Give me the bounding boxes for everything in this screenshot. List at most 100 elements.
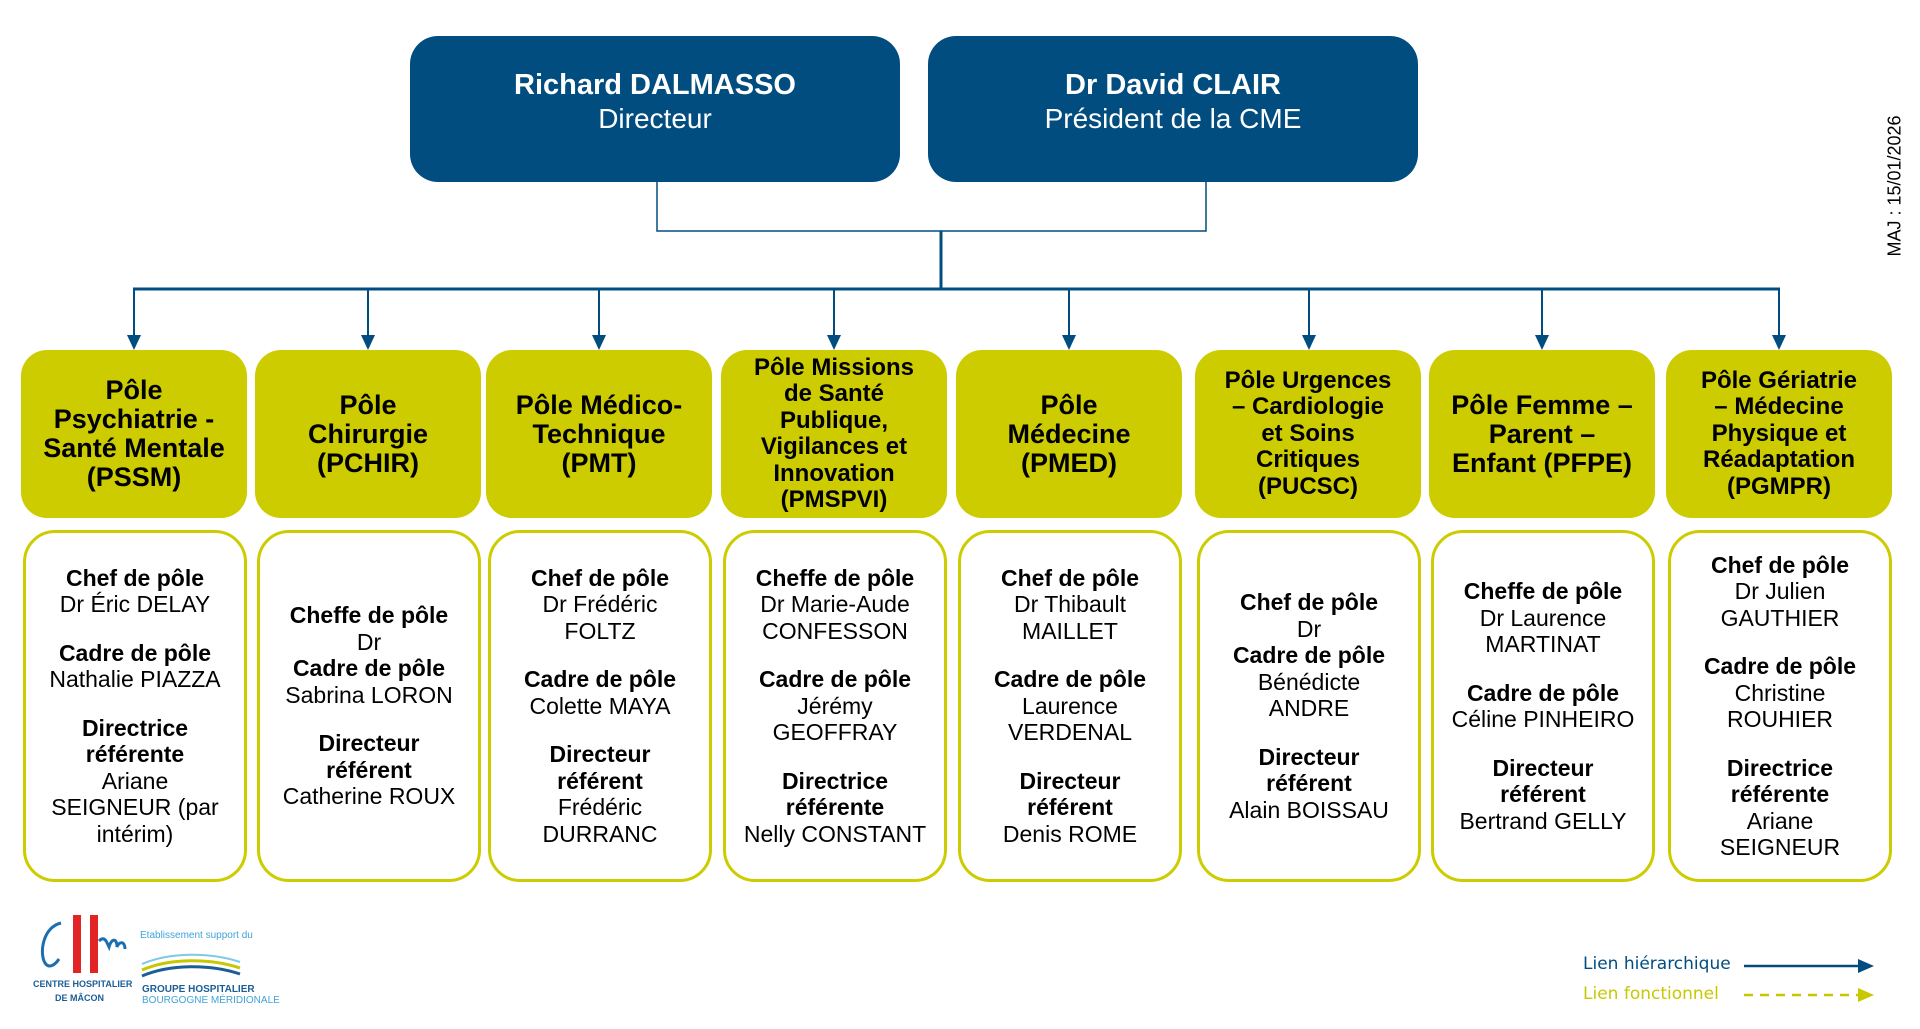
staff-role: Cadre de pôle: [993, 666, 1147, 693]
arrowhead-icon: [592, 335, 606, 350]
pole-title-line: Parent –: [1488, 418, 1596, 449]
staff-role: Chef de pôle: [1239, 589, 1378, 615]
staff-name: Bertrand GELLY: [1459, 807, 1627, 834]
pole-title-line: Psychiatrie -: [53, 404, 215, 434]
pole-title: Pôle Femme –Parent –Enfant (PFPE): [1451, 390, 1633, 478]
legend-functional-label: Lien fonctionnel: [1583, 984, 1719, 1004]
chm-name-line2: DE MÂCON: [55, 993, 104, 1003]
staff-role: Directeur référent: [318, 730, 420, 783]
pole-title-line: Santé Mentale: [43, 433, 225, 463]
staff-name: Dr Thibault MAILLET: [1013, 591, 1127, 644]
staff-role: Cheffe de pôle: [1463, 578, 1623, 604]
pole-title-line: Pôle Missions: [753, 353, 915, 381]
staff-name: Dr Éric DELAY: [59, 591, 211, 618]
staff-role: Cadre de pôle: [58, 639, 212, 666]
staff-name: Ariane SEIGNEUR: [1719, 807, 1841, 861]
staff-role: Chef de pôle: [65, 564, 204, 591]
staff-role: Directrice référente: [1726, 754, 1834, 808]
pole-title-line: (PMT): [561, 447, 637, 478]
pole-title-line: Publique,: [779, 406, 888, 434]
staff-name: Alain BOISSAU: [1229, 796, 1389, 823]
staff-name: Christine ROUHIER: [1726, 679, 1834, 733]
pole-title-line: (PMED): [1020, 447, 1117, 478]
staff-name: Catherine ROUX: [282, 783, 456, 810]
pole-title-line: – Cardiologie: [1231, 393, 1384, 421]
update-date-label: MAJ : 15/01/2026: [1884, 115, 1905, 257]
pole-title-line: de Santé: [783, 380, 884, 407]
pole-title-line: (PMSPVI): [780, 486, 888, 513]
pole-header: Pôle Médico-Technique(PMT): [486, 350, 712, 518]
staff-role: Directrice référente: [81, 714, 189, 768]
staff-name: Sabrina LORON: [285, 681, 453, 708]
arrowhead-icon: [1062, 335, 1076, 350]
pole-header: Pôle Femme –Parent –Enfant (PFPE): [1429, 350, 1655, 518]
chm-logo-icon: [40, 915, 127, 973]
legend-arrows: [1744, 959, 1874, 1002]
pole-title: Pôle Médico-Technique(PMT): [515, 389, 683, 478]
pole-title-line: Pôle Médico-: [515, 389, 683, 420]
leader-box-director: Richard DALMASSO Directeur: [410, 36, 900, 182]
pole-title-line: (PUCSC): [1257, 472, 1358, 500]
pole-title-line: Pôle Gériatrie: [1700, 366, 1858, 394]
pole-title-line: – Médecine: [1714, 393, 1844, 421]
staff-name: Colette MAYA: [529, 692, 671, 719]
staff-role: Directrice référente: [781, 767, 889, 821]
pole-title-line: Innovation: [773, 459, 895, 487]
staff-role: Directeur référent: [1019, 767, 1121, 821]
staff-name: Bénédicte ANDRE: [1257, 668, 1361, 722]
legend-hierarchical-label: Lien hiérarchique: [1583, 954, 1731, 974]
functional-arrow-icon: [1744, 988, 1874, 1002]
pole-title-line: Enfant (PFPE): [1451, 447, 1632, 478]
pole-title-line: Pôle Urgences: [1224, 366, 1392, 394]
leader-connector: [656, 182, 1207, 232]
ghbm-name-line1: GROUPE HOSPITALIER: [142, 984, 255, 995]
staff-name: Dr Laurence MARTINAT: [1479, 604, 1607, 658]
staff-role: Chef de pôle: [530, 564, 669, 591]
leader-name: Dr David CLAIR: [1065, 69, 1281, 101]
staff-role: Cadre de pôle: [758, 666, 912, 693]
staff-name: Dr Frédéric FOLTZ: [542, 591, 658, 644]
leader-role: Directeur: [598, 103, 712, 134]
leader-role: Président de la CME: [1044, 103, 1302, 134]
staff-name: Dr Julien GAUTHIER: [1720, 578, 1840, 631]
arrowhead-icon: [361, 335, 375, 350]
leader-box-cme-president: Dr David CLAIR Président de la CME: [928, 36, 1418, 182]
staff-role: Cheffe de pôle: [755, 564, 915, 591]
pole-title-line: Technique: [532, 418, 666, 449]
staff-name: Ariane SEIGNEUR (par intérim): [51, 767, 219, 847]
staff-role: Cadre de pôle: [523, 666, 677, 693]
arrowhead-icon: [127, 335, 141, 350]
